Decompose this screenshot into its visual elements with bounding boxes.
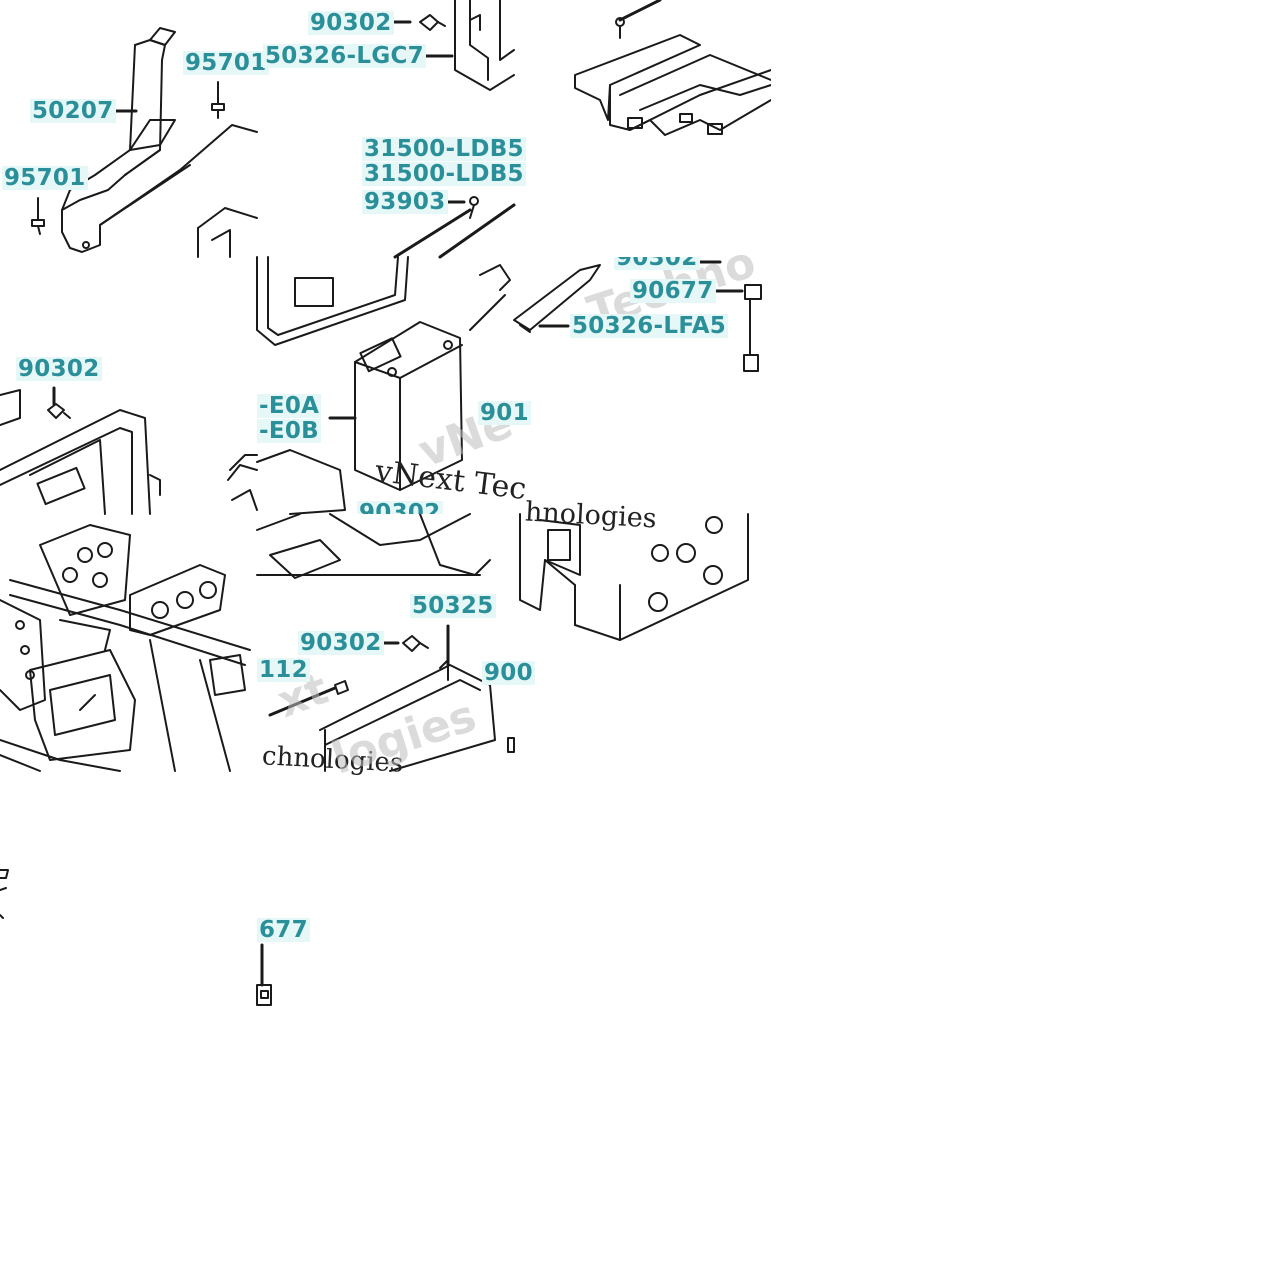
part-label-90302-t8: 90302 <box>298 630 384 656</box>
screw-t3 <box>615 0 662 39</box>
cover-edge-t6 <box>513 264 601 333</box>
clip-box-90302-t5: 90302 <box>357 501 514 514</box>
part-label-90302-t4: 90302 <box>16 356 102 382</box>
part-label-95701-left: 95701 <box>2 165 88 191</box>
part-label-901: 901 <box>478 400 531 426</box>
battery-drawing <box>354 321 463 491</box>
bolt-90302-t8 <box>402 635 429 652</box>
bolt-90302-t4 <box>47 403 71 419</box>
side-panel-drawing <box>519 513 749 641</box>
part-label-677: 677 <box>257 917 310 943</box>
screw-95701-top <box>211 81 225 119</box>
part-label-31500-ldb5-b: 31500-LDB5 <box>362 161 526 187</box>
part-label-900: 900 <box>482 660 535 686</box>
cover-drawing-t3 <box>574 34 772 136</box>
part-label-90302-t2: 90302 <box>308 10 394 36</box>
clip-box-90302-t6: 90302 <box>614 257 714 270</box>
leader-31500-b <box>438 203 516 259</box>
bracket-50207-drawing <box>61 27 258 258</box>
part-label-90677-t6: 90677 <box>630 278 716 304</box>
bracket-t5 <box>479 264 511 291</box>
part-label-50326-lfa5: 50326-LFA5 <box>570 313 729 339</box>
strap-t5 <box>256 449 346 515</box>
part-label-50207: 50207 <box>30 98 116 124</box>
part-label-e0a: -E0A <box>257 393 322 419</box>
screw-95701-left <box>31 197 45 235</box>
screw-93903 <box>469 196 479 219</box>
frame-drawing <box>0 524 251 772</box>
part-label-90302-t5: 90302 <box>357 501 443 514</box>
ecu-50325-drawing <box>319 659 515 772</box>
battery-box-drawing <box>256 256 409 346</box>
part-label-90302-t6: 90302 <box>614 257 700 270</box>
leader-t5-diag <box>469 294 506 331</box>
part-label-95701-top: 95701 <box>183 50 269 76</box>
tray-drawing-t4 <box>0 389 258 515</box>
part-label-31500-ldb5-a: 31500-LDB5 <box>362 136 526 162</box>
blank-region-right <box>771 0 1285 1285</box>
stud-112 <box>268 680 349 717</box>
part-label-50326-lgc7: 50326-LGC7 <box>263 43 426 69</box>
part-label-e0b: -E0B <box>257 418 321 444</box>
clip-677-drawing <box>256 943 272 1006</box>
clip-90677 <box>743 284 762 372</box>
part-label-50325: 50325 <box>410 593 496 619</box>
fragment-left <box>0 869 9 919</box>
part-label-112: 112 <box>257 657 310 683</box>
bolt-90302-t2 <box>419 14 446 31</box>
frame-top-drawing <box>256 513 491 579</box>
part-label-93903: 93903 <box>362 189 448 215</box>
leader-31500 <box>393 208 472 259</box>
housing-50326-lgc7-drawing <box>454 0 515 91</box>
